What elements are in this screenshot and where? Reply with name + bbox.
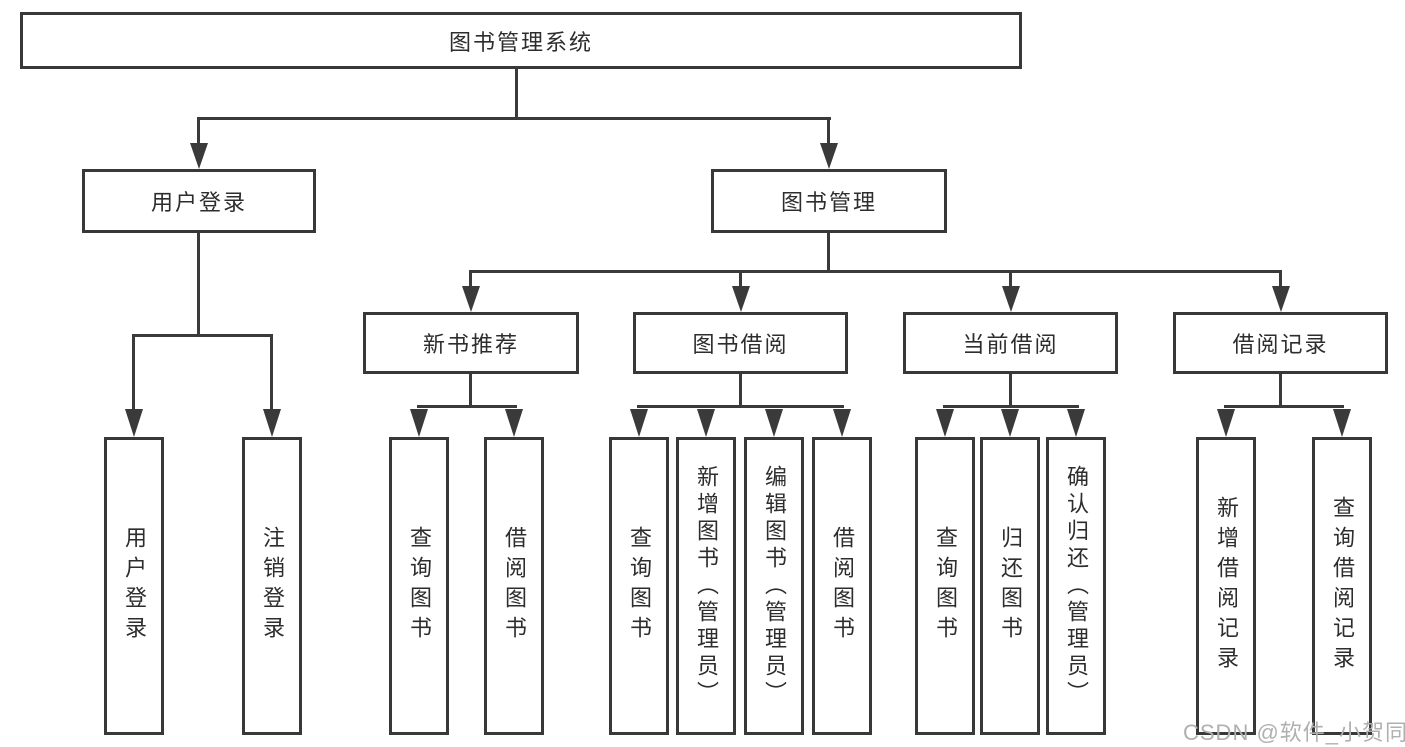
node-book-management: 图书管理	[711, 169, 947, 233]
connector-bookmgmt-stem-2	[739, 270, 742, 290]
connector-root-hline	[197, 117, 831, 120]
leaf-return-book: 归还图书	[980, 437, 1040, 735]
leaf-user-login: 用户登录	[104, 437, 164, 735]
connector-bookmgmt-stem-1	[469, 270, 472, 290]
leaf-edit-book-admin: 编辑图书（管理员）	[744, 437, 804, 735]
arrowhead-down-icon	[190, 143, 208, 169]
connector-userlogin-hline	[132, 334, 273, 337]
connector-root-vline	[515, 69, 518, 118]
leaf-add-borrow-record-label: 新增借阅记录	[1214, 496, 1239, 676]
connector-bookmgmt-stem-4	[1279, 270, 1282, 290]
watermark: CSDN @软件_小贺同学	[1183, 720, 1405, 745]
leaf-add-borrow-record: 新增借阅记录	[1196, 437, 1256, 735]
node-borrow-records: 借阅记录	[1173, 312, 1388, 374]
arrowhead-down-icon	[732, 286, 750, 312]
connector-bookmgmt-stem-3	[1009, 270, 1012, 290]
connector-root-stem-right	[827, 117, 830, 147]
arrowhead-down-icon	[697, 409, 715, 437]
node-root: 图书管理系统	[20, 12, 1022, 69]
leaf-add-book-admin-label: 新增图书（管理员）	[694, 464, 719, 708]
connector-recommend-hline	[417, 405, 517, 408]
leaf-add-book-admin: 新增图书（管理员）	[676, 437, 736, 735]
leaf-query-books-current: 查询图书	[915, 437, 975, 735]
node-borrow-records-label: 借阅记录	[1232, 332, 1329, 357]
arrowhead-down-icon	[1001, 409, 1019, 437]
node-current-borrow: 当前借阅	[903, 312, 1118, 374]
arrowhead-down-icon	[410, 409, 428, 437]
node-new-book-recommend-label: 新书推荐	[422, 332, 519, 357]
node-book-borrow: 图书借阅	[633, 312, 848, 374]
connector-recommend-vline	[469, 374, 472, 408]
arrowhead-down-icon	[765, 409, 783, 437]
node-user-login: 用户登录	[82, 169, 316, 233]
connector-bookmgmt-hline	[469, 270, 1282, 273]
leaf-query-books-borrow-label: 查询图书	[627, 526, 652, 646]
leaf-query-books-recommend: 查询图书	[389, 437, 449, 735]
node-book-management-label: 图书管理	[780, 190, 877, 215]
arrowhead-down-icon	[1217, 409, 1235, 437]
leaf-query-books-recommend-label: 查询图书	[407, 526, 432, 646]
arrowhead-down-icon	[820, 143, 838, 169]
leaf-edit-book-admin-label: 编辑图书（管理员）	[762, 464, 787, 708]
connector-records-vline	[1279, 374, 1282, 408]
connector-borrow-vline	[739, 374, 742, 408]
connector-userlogin-stem-left	[132, 334, 135, 412]
connector-root-stem-left	[197, 117, 200, 147]
arrowhead-down-icon	[263, 409, 281, 437]
arrowhead-down-icon	[936, 409, 954, 437]
leaf-user-login-label: 用户登录	[122, 526, 147, 646]
leaf-return-book-label: 归还图书	[998, 526, 1023, 646]
arrowhead-down-icon	[1002, 286, 1020, 312]
node-current-borrow-label: 当前借阅	[962, 332, 1059, 357]
leaf-logout: 注销登录	[242, 437, 302, 735]
leaf-confirm-return-admin: 确认归还（管理员）	[1046, 437, 1106, 735]
connector-userlogin-vline	[197, 233, 200, 336]
connector-bookmgmt-vline	[827, 233, 830, 272]
arrowhead-down-icon	[125, 409, 143, 437]
arrowhead-down-icon	[462, 286, 480, 312]
arrowhead-down-icon	[833, 409, 851, 437]
leaf-borrow-books-recommend-label: 借阅图书	[502, 526, 527, 646]
leaf-query-borrow-record: 查询借阅记录	[1312, 437, 1372, 735]
leaf-query-books-borrow: 查询图书	[609, 437, 669, 735]
leaf-query-books-current-label: 查询图书	[933, 526, 958, 646]
arrowhead-down-icon	[1067, 409, 1085, 437]
leaf-logout-label: 注销登录	[260, 526, 285, 646]
connector-current-vline	[1009, 374, 1012, 408]
connector-current-hline	[943, 405, 1079, 408]
leaf-borrow-books-recommend: 借阅图书	[484, 437, 544, 735]
node-root-label: 图书管理系统	[448, 29, 593, 55]
connector-userlogin-stem-right	[270, 334, 273, 412]
leaf-borrow-books-borrow: 借阅图书	[812, 437, 872, 735]
leaf-query-borrow-record-label: 查询借阅记录	[1330, 496, 1355, 676]
arrowhead-down-icon	[1272, 286, 1290, 312]
arrowhead-down-icon	[505, 409, 523, 437]
connector-borrow-hline	[637, 405, 844, 408]
arrowhead-down-icon	[630, 409, 648, 437]
node-user-login-label: 用户登录	[150, 190, 247, 215]
leaf-confirm-return-admin-label: 确认归还（管理员）	[1064, 464, 1089, 708]
connector-records-hline	[1224, 405, 1344, 408]
node-new-book-recommend: 新书推荐	[363, 312, 579, 374]
arrowhead-down-icon	[1333, 409, 1351, 437]
leaf-borrow-books-borrow-label: 借阅图书	[830, 526, 855, 646]
node-book-borrow-label: 图书借阅	[692, 332, 789, 357]
